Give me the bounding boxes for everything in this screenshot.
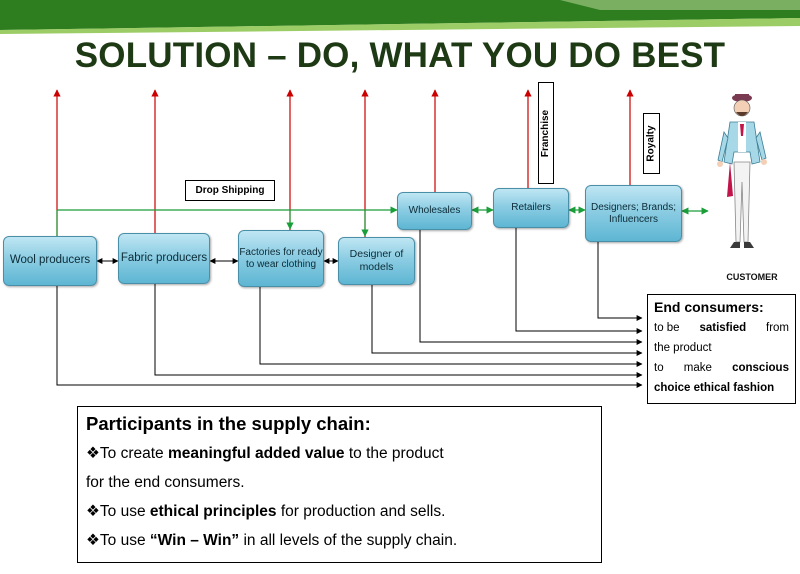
end-consumers-box: End consumers: to be satisfied from the … [647, 294, 796, 404]
franchise-label: Franchise [538, 82, 554, 184]
diamond-bullet-icon: ❖ [86, 503, 100, 520]
p-b1-bold: meaningful added value [167, 445, 345, 462]
black-to-consumer-lines [56, 228, 643, 388]
diamond-bullet-icon: ❖ [86, 532, 100, 549]
end-consumers-line-1: to be satisfied from [654, 318, 789, 338]
green-flow-lines [56, 206, 709, 237]
participants-box: Participants in the supply chain: ❖To cr… [77, 406, 602, 563]
ec-line1-a: to be [654, 322, 680, 334]
ec-line3-a: to [654, 362, 664, 374]
end-consumers-line-2: the product [654, 342, 712, 354]
customer-label: CUSTOMER [726, 272, 778, 282]
header-banner [0, 0, 800, 34]
node-factories[interactable]: Factories for ready to wear clothing [238, 230, 324, 287]
p-b3-bold: “Win – Win” [149, 532, 240, 549]
royalty-text: Royalty [646, 125, 657, 162]
p-b3-pre: To use [99, 532, 150, 549]
participants-heading: Participants in the supply chain: [86, 413, 371, 434]
p-b1-post: to the product [344, 445, 444, 462]
p-b2-pre: To use [99, 503, 150, 520]
end-consumers-line-4: choice ethical fashion [654, 382, 775, 394]
end-consumers-line-3: to make conscious [654, 358, 789, 378]
node-wool-producers[interactable]: Wool producers [3, 236, 97, 286]
participants-bullet-1-cont: for the end consumers. [86, 474, 245, 491]
end-consumers-heading: End consumers: [654, 299, 764, 315]
participants-bullet-2: ❖To use ethical principles for productio… [86, 497, 593, 526]
p-b1-pre: To create [99, 445, 168, 462]
p-b2-post: for production and sells. [276, 503, 446, 520]
node-wholesales[interactable]: Wholesales [397, 192, 472, 230]
customer-figure-icon [717, 94, 767, 248]
node-designer-of-models[interactable]: Designer of models [338, 237, 415, 285]
node-fabric-producers[interactable]: Fabric producers [118, 233, 210, 284]
ec-line3-b: make [683, 362, 712, 374]
royalty-label: Royalty [643, 113, 660, 174]
page-title: SOLUTION – DO, WHAT YOU DO BEST [74, 36, 726, 75]
franchise-text: Franchise [540, 109, 552, 157]
drop-shipping-label: Drop Shipping [185, 180, 275, 201]
participants-bullet-1: ❖To create meaningful added value to the… [86, 439, 593, 468]
p-b3-post: in all levels of the supply chain. [239, 532, 458, 549]
node-designers-brands[interactable]: Designers; Brands; Influencers [585, 185, 682, 242]
node-retailers[interactable]: Retailers [493, 188, 569, 228]
ec-line1-c: from [766, 322, 789, 334]
participants-bullet-3: ❖To use “Win – Win” in all levels of the… [86, 526, 593, 555]
ec-line3-c: conscious [732, 362, 789, 374]
diamond-bullet-icon: ❖ [86, 445, 100, 462]
p-b2-bold: ethical principles [149, 503, 277, 520]
ec-line1-b: satisfied [699, 322, 747, 334]
